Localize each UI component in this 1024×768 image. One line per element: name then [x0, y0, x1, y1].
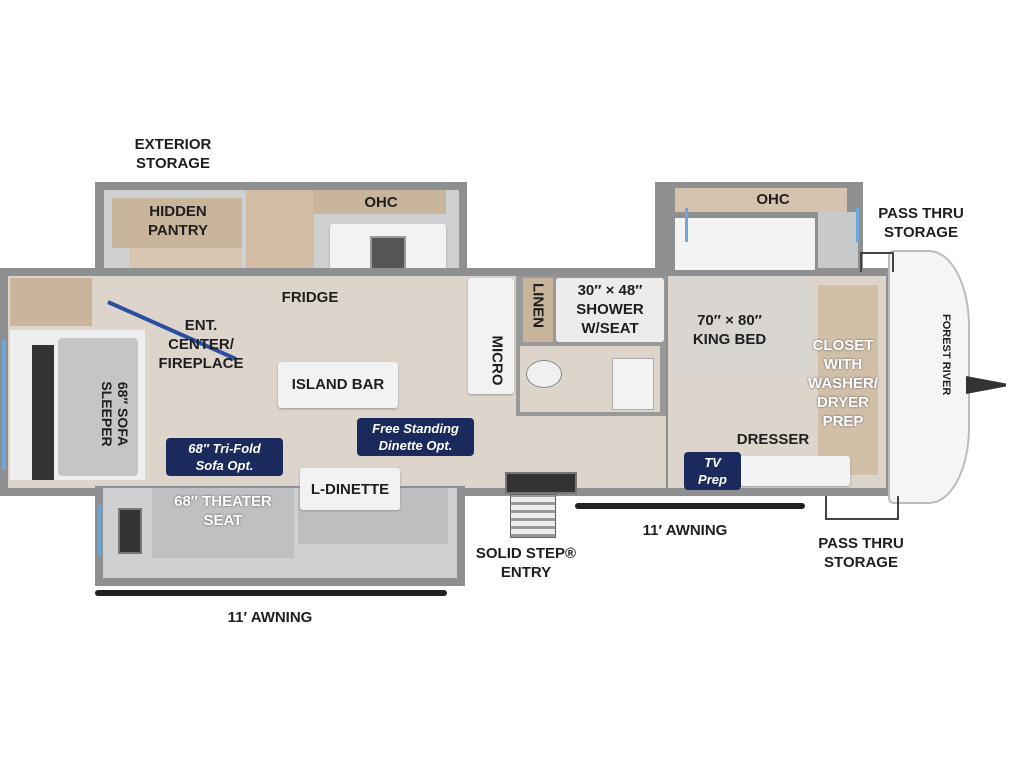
solid-step-label: SOLID STEP®ENTRY [475, 545, 577, 581]
l-dinette-table [300, 468, 400, 510]
linen-label: LINEN [529, 283, 547, 328]
front-awning-label: 11′ AWNING [642, 522, 728, 539]
theater-seat [152, 488, 294, 558]
rear-cabinet [10, 278, 92, 326]
rear-window [2, 340, 6, 470]
island-bar [278, 362, 398, 408]
shower [556, 278, 664, 342]
solid-step [510, 494, 556, 538]
slideout-window [98, 505, 101, 555]
king-bed [672, 276, 812, 376]
l-dinette-label: L-DINETTE [310, 481, 390, 498]
ohc-bedroom-label: OHC [756, 191, 790, 208]
slideout-window-frame [118, 508, 142, 554]
fridge-unit [246, 190, 314, 268]
nightstand [818, 212, 858, 268]
fridge-label: FRIDGE [281, 289, 339, 306]
entry-door [505, 472, 577, 494]
ohc-kitchen-label: OHC [364, 194, 398, 211]
hidden-pantry [112, 198, 242, 248]
linen-cabinet [523, 278, 553, 342]
pantry-base [130, 248, 242, 270]
rear-awning [95, 590, 447, 596]
bed-pillows [675, 218, 815, 270]
dresser [740, 456, 850, 486]
closet [818, 285, 878, 475]
ohc-kitchen [314, 190, 446, 214]
toilet-icon [526, 360, 562, 388]
bedroom-window-left [685, 208, 688, 242]
bedroom-window-right [856, 208, 859, 242]
rear-awning-label: 11′ AWNING [227, 609, 313, 626]
front-cap [888, 250, 970, 504]
ent-center-label: ENT.CENTER/FIREPLACE [158, 317, 244, 372]
ohc-bedroom [675, 188, 847, 212]
dresser-label: DRESSER [736, 431, 810, 448]
sofa-sleeper [58, 338, 138, 476]
micro-label: MICRO [488, 335, 506, 386]
pass-thru-storage-top [860, 252, 894, 272]
king-bed-label: 70″ × 80″KING BED [692, 312, 767, 348]
sink-icon [612, 358, 654, 410]
front-awning [575, 503, 805, 509]
range-stove [370, 236, 406, 274]
pass-thru-storage-bottom [825, 496, 899, 520]
micro-counter [468, 278, 514, 394]
forest-river-logo: FOREST RIVER [940, 314, 952, 396]
island-bar-label: ISLAND BAR [291, 376, 385, 393]
hitch [966, 376, 1006, 394]
rear-window-frame [32, 345, 54, 480]
